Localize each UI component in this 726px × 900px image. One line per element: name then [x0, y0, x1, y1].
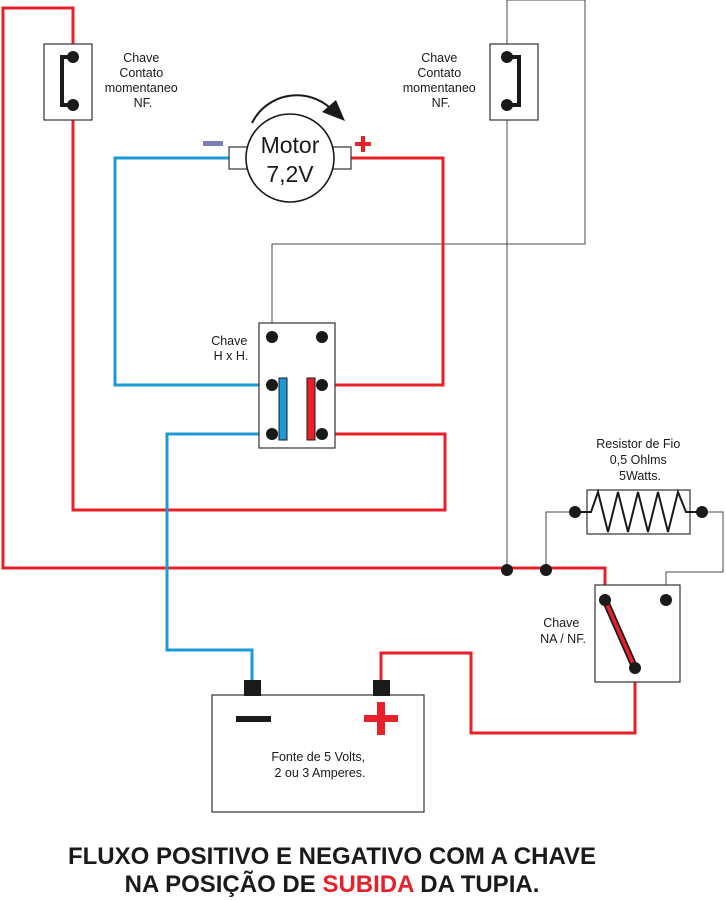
resistor-lead-left	[545, 511, 575, 571]
switch-nanf-label: Chave NA / NF.	[540, 616, 586, 646]
rotation-arrow-icon	[251, 94, 336, 124]
negative-wires	[113, 156, 272, 682]
motor: Motor 7,2V	[203, 94, 371, 203]
resistor-label: Resistor de Fio 0,5 Ohlms 5Watts.	[596, 437, 684, 483]
caption-highlight: SUBIDA	[322, 871, 414, 898]
motor-minus-sign	[203, 141, 223, 146]
wire-resistor: Resistor de Fio 0,5 Ohlms 5Watts.	[569, 437, 708, 535]
supply-minus-sign	[236, 716, 271, 722]
switch-hh: Chave H x H.	[211, 322, 336, 449]
motor-voltage: 7,2V	[266, 161, 314, 187]
hh-terminal-bottom-right	[316, 428, 328, 440]
hh-terminal-mid-right	[316, 379, 328, 391]
resistor-terminal-left	[569, 506, 581, 518]
resistor-zigzag-icon	[575, 488, 702, 533]
caption: FLUXO POSITIVO E NEGATIVO COM A CHAVE NA…	[68, 843, 596, 898]
nanf-terminal-right	[660, 594, 672, 606]
junction-control	[501, 564, 513, 576]
negative-wire-hh-to-supply	[165, 432, 272, 682]
caption-line-2-pre: NA POSIÇÃO DE	[125, 870, 323, 898]
hh-terminal-top-right	[316, 331, 328, 343]
power-supply: Fonte de 5 Volts, 2 ou 3 Amperes.	[211, 680, 425, 813]
switch-left-label: Chave Contato momentaneo NF.	[105, 51, 181, 110]
switch-left-contact	[60, 55, 73, 107]
momentary-switch-left: Chave Contato momentaneo NF.	[43, 43, 181, 121]
caption-line-2-post: DA TUPIA.	[414, 871, 540, 898]
positive-wire-left-switch-to-hh	[71, 105, 447, 512]
motor-body	[245, 113, 335, 203]
motor-label: Motor	[261, 132, 320, 158]
resistor-lead-right	[665, 511, 724, 600]
rotation-arrowhead-icon	[322, 100, 345, 121]
negative-wire-motor-to-hh	[113, 156, 272, 387]
hh-negative-bar	[278, 377, 288, 441]
resistor-terminal-right	[696, 506, 708, 518]
supply-plus-sign	[364, 702, 398, 735]
switch-nanf: Chave NA / NF.	[540, 584, 681, 683]
hh-terminal-bottom-left	[266, 428, 278, 440]
caption-line-2: NA POSIÇÃO DE SUBIDA DA TUPIA.	[125, 870, 540, 898]
hh-positive-bar	[306, 377, 316, 441]
switch-right-contact	[507, 55, 521, 107]
hh-terminal-mid-left	[266, 379, 278, 391]
switch-right-label: Chave Contato momentaneo NF.	[403, 51, 479, 110]
momentary-switch-right: Chave Contato momentaneo NF.	[403, 43, 539, 121]
nanf-terminal-common	[629, 662, 641, 674]
caption-line-1: FLUXO POSITIVO E NEGATIVO COM A CHAVE	[68, 843, 596, 870]
hh-terminal-top-left	[266, 331, 278, 343]
positive-wire-motor-to-hh	[322, 156, 445, 387]
positive-wire-main-loop	[1, 6, 607, 600]
supply-negative-terminal	[244, 680, 261, 696]
junctions	[501, 564, 552, 576]
motor-plus-sign	[355, 136, 371, 152]
switch-hh-label: Chave H x H.	[211, 334, 251, 363]
nanf-lever	[603, 599, 637, 669]
positive-wire-supply-to-nanf	[379, 651, 637, 735]
nanf-terminal-left	[599, 594, 611, 606]
power-supply-box	[211, 694, 425, 813]
junction-resistor	[540, 564, 552, 576]
positive-wires	[1, 6, 637, 735]
power-supply-label: Fonte de 5 Volts, 2 ou 3 Amperes.	[271, 750, 368, 780]
supply-positive-terminal	[373, 680, 390, 696]
